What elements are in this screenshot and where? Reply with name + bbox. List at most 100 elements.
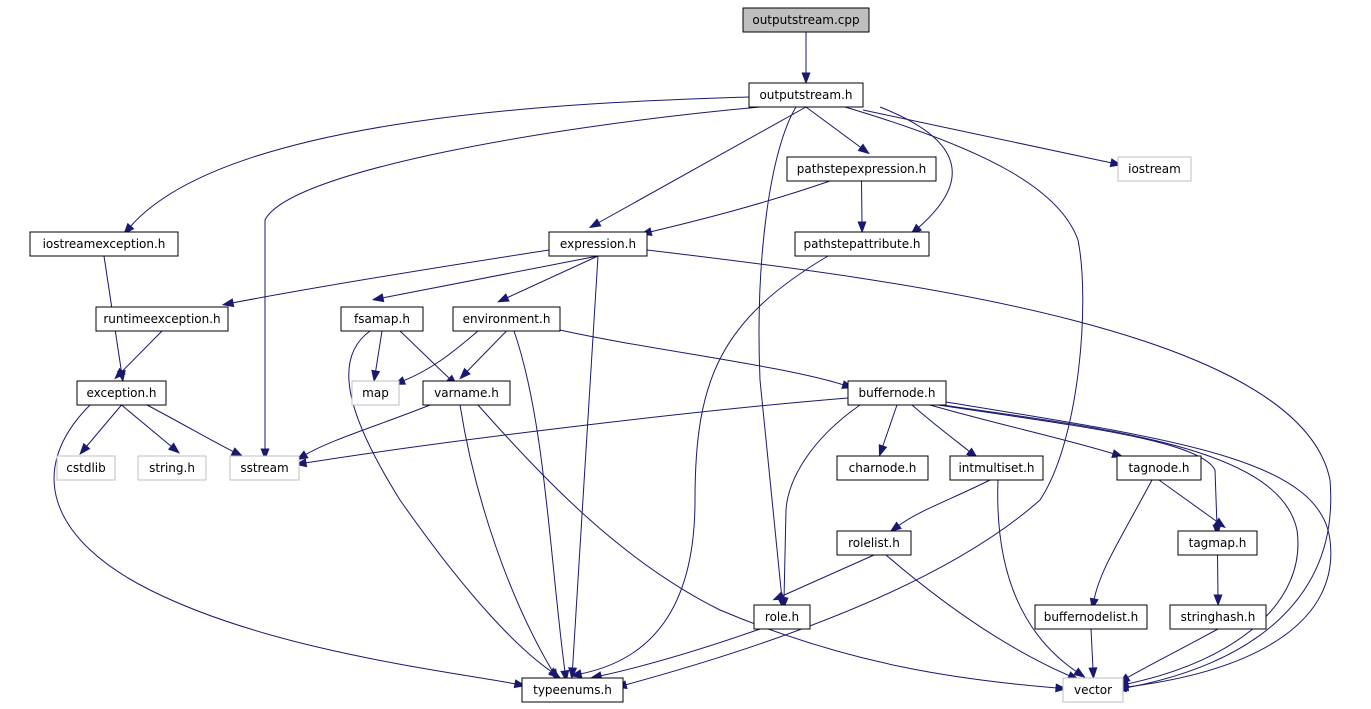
node-label: fsamap.h — [354, 312, 410, 326]
edge-arrowhead — [857, 143, 870, 155]
node-varname-h[interactable]: varname.h — [422, 380, 511, 406]
node-environment-h[interactable]: environment.h — [452, 306, 561, 332]
node-box[interactable] — [753, 604, 811, 630]
node-box[interactable] — [836, 455, 929, 481]
node-label: pathstepexpression.h — [797, 162, 926, 176]
node-box[interactable] — [847, 380, 947, 406]
node-box[interactable] — [1169, 604, 1267, 630]
node-box — [229, 455, 300, 481]
node-label: intmultiset.h — [958, 461, 1034, 475]
node-outputstream-cpp[interactable]: outputstream.cpp — [742, 7, 870, 33]
nodes-layer: outputstream.cpp outputstream.h pathstepex… — [29, 7, 1267, 703]
edge-expression_h-to-typeenums_h — [572, 255, 599, 670]
node-box[interactable] — [76, 380, 167, 406]
edge-environment_h-to-buffernode_h — [559, 329, 845, 386]
node-box[interactable] — [1034, 604, 1148, 630]
node-box[interactable] — [422, 380, 511, 406]
node-label: buffernode.h — [859, 386, 936, 400]
edge-arrowhead — [296, 450, 309, 461]
node-label: outputstream.h — [759, 88, 852, 102]
edge-outputstream_h-to-expression_h — [597, 106, 807, 224]
node-box[interactable] — [29, 231, 179, 257]
edge-arrowhead — [221, 298, 235, 308]
node-label: vector — [1074, 683, 1112, 697]
node-box[interactable] — [836, 530, 912, 556]
edge-buffernode_h-to-sstream — [304, 397, 849, 464]
node-box[interactable] — [1116, 455, 1202, 481]
edge-outputstream_h-to-pathstepattribute_h — [879, 106, 953, 229]
node-box[interactable] — [794, 231, 930, 257]
edge-intmultiset_h-to-rolelist_h — [897, 479, 991, 527]
edge-exception_h-to-string_h — [121, 404, 173, 448]
edge-pathstepexpression_h-to-expression_h — [649, 180, 831, 233]
node-box[interactable] — [452, 306, 561, 332]
node-role-h[interactable]: role.h — [753, 604, 811, 630]
edge-expression_h-to-environment_h — [506, 255, 599, 299]
node-expression-h[interactable]: expression.h — [548, 231, 648, 257]
node-box[interactable] — [340, 306, 424, 332]
node-typeenums-h[interactable]: typeenums.h — [521, 677, 624, 703]
node-label: varname.h — [434, 386, 499, 400]
node-box[interactable] — [949, 455, 1044, 481]
edge-arrowhead — [878, 444, 888, 457]
node-label: pathstepattribute.h — [804, 237, 921, 251]
node-label: environment.h — [463, 312, 551, 326]
node-exception-h[interactable]: exception.h — [76, 380, 167, 406]
edge-rolelist_h-to-role_h — [781, 554, 875, 597]
node-label: typeenums.h — [533, 683, 612, 697]
node-stringhash-h[interactable]: stringhash.h — [1169, 604, 1267, 630]
edge-buffernode_h-to-tagnode_h — [929, 404, 1115, 455]
edge-environment_h-to-map — [402, 330, 479, 382]
edge-buffernodelist_h-to-vector — [1090, 628, 1094, 670]
node-box[interactable] — [1177, 530, 1258, 556]
edge-intmultiset_h-to-vector — [997, 479, 1078, 673]
node-box[interactable] — [548, 231, 648, 257]
node-label: rolelist.h — [848, 536, 900, 550]
edge-arrowhead — [889, 521, 902, 533]
node-box[interactable] — [742, 7, 870, 33]
node-label: tagmap.h — [1189, 536, 1247, 550]
node-box — [56, 455, 116, 481]
node-box — [137, 455, 207, 481]
edge-arrowhead — [1213, 594, 1223, 607]
node-label: sstream — [240, 461, 288, 475]
node-map: map — [351, 380, 400, 406]
edge-buffernode_h-to-charnode_h — [882, 404, 898, 448]
edge-exception_h-to-cstdlib — [85, 404, 122, 448]
node-label: tagnode.h — [1128, 461, 1189, 475]
node-label: cstdlib — [66, 461, 105, 475]
node-box — [1117, 156, 1192, 182]
node-charnode-h[interactable]: charnode.h — [836, 455, 929, 481]
node-cstdlib: cstdlib — [56, 455, 116, 481]
node-box[interactable] — [786, 156, 937, 182]
edge-environment_h-to-varname_h — [466, 330, 507, 373]
node-tagnode-h[interactable]: tagnode.h — [1116, 455, 1202, 481]
edge-fsamap_h-to-map — [375, 330, 383, 373]
node-label: iostream — [1128, 162, 1181, 176]
node-fsamap-h[interactable]: fsamap.h — [340, 306, 424, 332]
node-box[interactable] — [521, 677, 624, 703]
node-buffernodelist-h[interactable]: buffernodelist.h — [1034, 604, 1148, 630]
edge-arrowhead — [569, 669, 583, 679]
node-buffernode-h[interactable]: buffernode.h — [847, 380, 947, 406]
node-label: charnode.h — [849, 461, 917, 475]
node-iostreamexception-h[interactable]: iostreamexception.h — [29, 231, 179, 257]
node-pathstepexpression-h[interactable]: pathstepexpression.h — [786, 156, 937, 182]
edge-expression_h-to-runtimeexception_h — [231, 249, 550, 304]
edge-fsamap_h-to-typeenums_h — [348, 330, 553, 673]
node-intmultiset-h[interactable]: intmultiset.h — [949, 455, 1044, 481]
node-pathstepattribute-h[interactable]: pathstepattribute.h — [794, 231, 930, 257]
node-box[interactable] — [95, 306, 229, 332]
edge-arrowhead — [371, 369, 381, 383]
edge-arrowhead — [1073, 667, 1086, 678]
edge-outputstream_h-to-iostreamexception_h — [129, 96, 750, 228]
node-outputstream-h[interactable]: outputstream.h — [748, 82, 864, 108]
node-box — [1062, 677, 1124, 703]
edge-outputstream_h-to-iostream — [862, 109, 1113, 164]
node-runtimeexception-h[interactable]: runtimeexception.h — [95, 306, 229, 332]
node-rolelist-h[interactable]: rolelist.h — [836, 530, 912, 556]
edge-arrowhead — [1213, 517, 1226, 529]
node-tagmap-h[interactable]: tagmap.h — [1177, 530, 1258, 556]
node-box[interactable] — [748, 82, 864, 108]
